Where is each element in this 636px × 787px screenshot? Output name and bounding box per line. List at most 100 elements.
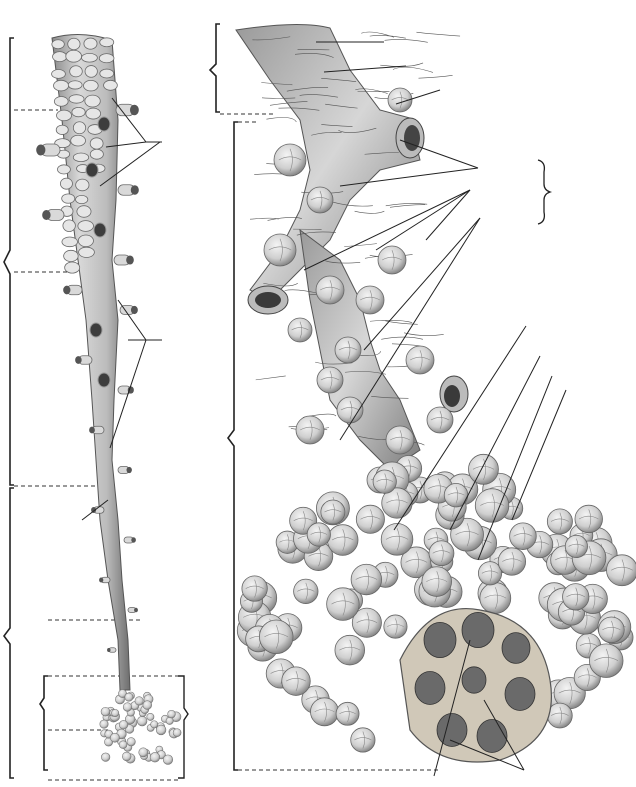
muscle-fiber [344,243,377,246]
alveolar-chamber [424,622,456,657]
alveolus [150,752,160,762]
cartilage-plate [82,53,98,62]
cartilage-plate [68,81,82,89]
branch-opening [94,223,106,237]
lumen-dark [444,385,460,407]
cartilage-plate [73,122,85,134]
branch-opening [131,306,138,314]
alveolus [480,583,511,614]
cartilage-plate [84,38,97,49]
alveolus [384,615,407,638]
alveolus [110,733,119,742]
alveolus [156,725,166,735]
cartilage-plate [85,66,97,78]
alveolus [119,741,127,749]
branch-opening [75,356,82,364]
alveolus [112,709,119,716]
cartilage-plate [62,237,78,247]
cartilage-plate [77,206,91,218]
alveolus [316,276,344,304]
alveolus [166,717,173,724]
cartilage-plate [57,110,72,121]
right-brackets [210,24,238,770]
muscle-fiber [370,35,406,38]
cartilage-plate [69,95,84,104]
alveolar-chamber [415,672,445,705]
alveolus [137,716,147,726]
alveolus [307,187,333,213]
alveolus [589,644,623,678]
cartilage-plate [78,235,93,247]
cartilage-plate [71,135,86,146]
cartilage-plate [70,66,83,77]
alveolus [294,579,318,603]
alveolus [147,713,154,720]
cartilage-plate [78,221,94,232]
branch-opening [131,537,136,542]
branch-opening [99,578,103,583]
branch-opening [127,467,132,473]
alveolus [274,144,306,176]
alveolus [101,753,110,762]
alveolar-chamber [477,720,507,753]
alveolus [100,720,108,728]
branch-opening [89,427,95,434]
alveolar-chamber [462,667,486,693]
cartilage-plate [66,50,82,62]
alveolus [351,564,382,595]
cartilage-plate [54,96,68,106]
bracket-bronchiole-top [210,24,220,112]
alveolus [373,470,396,493]
cartilage-plate [54,80,69,91]
alveolus [607,555,636,586]
alveolus [296,416,324,444]
alveolus [427,407,453,433]
lumen-dark [404,125,420,151]
branch-opening [63,286,70,295]
alveolus [444,483,468,507]
branch-opening [131,185,139,195]
muscle-fiber [393,67,433,72]
alveolus [356,286,384,314]
alveolus [336,702,359,725]
cartilage-plate [52,69,66,78]
bracket-lower-respiratory [4,488,14,778]
alveolus [335,337,361,363]
alveolus [143,701,152,710]
alveolus [386,426,414,454]
cartilage-plate [65,262,80,273]
alveolus [565,535,587,557]
lumen-dark [255,292,281,308]
alveolus [378,246,406,274]
cartilage-plate [56,125,68,134]
alveolus [510,523,537,550]
alveolus [327,525,358,556]
muscle-fiber [361,32,394,37]
branch-opening [134,608,138,613]
cartilage-plate [60,178,72,189]
branch-opening [36,145,45,156]
alveolus [575,505,603,533]
cartilage-plate [100,69,114,78]
alveolus [310,698,338,726]
alveolar-chamber [462,612,494,647]
alveolus [478,562,501,585]
alveolus [335,635,365,665]
cartilage-plate [90,138,103,149]
bracket-respiratory-zone [228,122,238,770]
alveolus [563,584,589,610]
muscle-fiber [355,211,385,213]
cartilage-plate [79,247,95,257]
cartilage-plate [72,107,85,116]
alveolus [168,710,176,718]
alveolar-chamber [437,714,467,747]
alveolus [356,505,384,533]
alveolus [307,523,330,546]
cartilage-plate [62,194,75,203]
alveolus [475,489,509,523]
cartilage-plate [64,250,79,261]
curly-label-brace [538,160,550,224]
cartilage-plate [73,153,88,162]
alveolus [282,667,311,696]
alveolus [317,367,343,393]
